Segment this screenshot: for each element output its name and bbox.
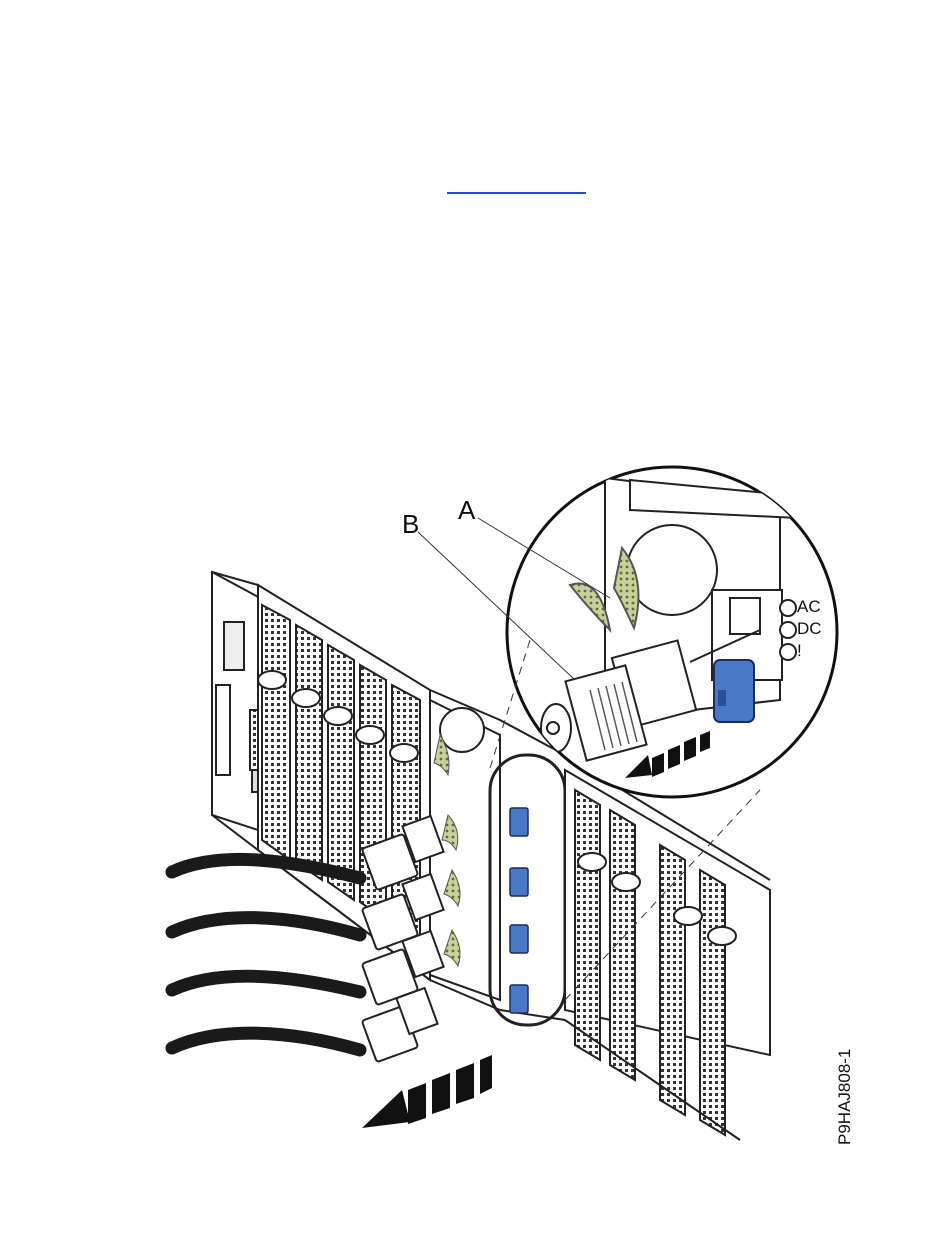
led-label-fault: ! (797, 641, 802, 660)
psu-latches (510, 808, 528, 1013)
callout-b: B (402, 509, 419, 539)
psu-latch-1 (510, 808, 528, 836)
power-cord-4 (172, 988, 438, 1062)
reference-link[interactable] (447, 174, 586, 194)
pull-direction-arrow (362, 1055, 492, 1128)
psu-latch-3 (510, 925, 528, 953)
detail-inset: AC DC ! (507, 467, 840, 797)
pcie-slots-left (262, 605, 420, 940)
led-label-dc: DC (797, 619, 822, 638)
power-cord-3 (172, 931, 444, 1005)
callout-a: A (458, 495, 476, 525)
psu-latch-2 (510, 868, 528, 896)
power-cord-removal-illustration: AC DC ! A B P9HAJ808-1 (0, 450, 950, 1248)
led-label-ac: AC (797, 597, 821, 616)
figure-id: P9HAJ808-1 (835, 1049, 854, 1145)
psu-latch-4 (510, 985, 528, 1013)
